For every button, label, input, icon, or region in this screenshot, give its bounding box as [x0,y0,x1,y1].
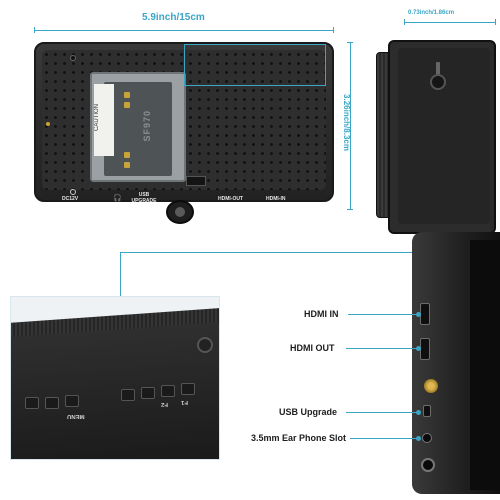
caution-sticker: CAUTION [94,84,114,156]
callout-hdmi-in-label: HDMI IN [304,309,339,319]
side-panel-inner [398,48,490,224]
callout-usb-line [346,412,418,413]
hdmi-out-label: HDMI-OUT [218,196,243,202]
detail-button-2 [45,397,59,409]
depth-tick-left [404,19,405,25]
battery-contact-3 [124,152,130,158]
button-detail-view: MENU F2 F1 [10,296,220,460]
callout-earphone-dot [416,436,421,441]
connector-line-horizontal [120,252,420,253]
callout-hdmi-out-line [346,348,418,349]
callout-hdmi-in-dot [416,312,421,317]
mount-knob-center [175,207,185,217]
detail-knob [197,337,213,353]
detail-menu-label: MENU [67,413,85,419]
detail-f1-label: F1 [181,399,189,405]
battery-model-text: SF970 [142,110,152,142]
callout-hdmi-out-dot [416,346,421,351]
battery-contact-4 [124,162,130,168]
hdmi-out-port [420,338,430,360]
width-tick-left [34,27,35,33]
dc-jack [421,458,435,472]
mount-screw-mid-left [46,122,50,126]
usb-port [423,405,431,417]
detail-button-7 [181,383,195,395]
side-knob [430,74,446,90]
earphone-jack [422,433,432,443]
detail-button-6 [161,385,175,397]
dc-port-icon [70,189,76,195]
detail-button-3 [65,395,79,407]
headphone-icon: 🎧 [113,195,122,202]
dc-port-label: DC12V [62,196,79,202]
hdmi-in-label: HDMI-IN [266,196,286,202]
battery-mount [104,82,172,176]
usb-upgrade-label: USB UPGRADE [131,192,157,204]
detail-button-1 [25,397,39,409]
width-tick-right [333,27,334,33]
battery-contact-1 [124,92,130,98]
depth-dimension-label: 0.73inch/1.86cm [408,10,455,16]
ports-side-screen-edge [470,240,500,490]
callout-hdmi-in-line [348,314,418,315]
battery-contact-2 [124,102,130,108]
callout-earphone-label: 3.5mm Ear Phone Slot [251,433,347,443]
mount-screw-top-left [70,55,76,61]
height-dimension-line [350,42,351,210]
callout-earphone-line [350,438,418,439]
side-button [436,62,440,80]
usb-port-back [186,176,206,186]
callout-hdmi-out-label: HDMI OUT [290,343,335,353]
mount-screw-gold [424,379,438,393]
height-dimension-label: 3.26inch/8.3cm [341,94,351,151]
depth-dimension-line [404,22,496,23]
hdmi-in-port [420,303,430,325]
callout-usb-label: USB Upgrade [279,407,338,417]
width-dimension-line [34,30,334,31]
highlight-box-top [184,44,326,86]
height-tick-top [347,42,353,43]
depth-tick-right [495,19,496,25]
callout-usb-dot [416,410,421,415]
detail-button-4 [121,389,135,401]
width-dimension-label: 5.9inch/15cm [142,12,205,23]
height-tick-bottom [347,209,353,210]
detail-f2-label: F2 [161,401,169,407]
detail-button-5 [141,387,155,399]
connector-line-vertical [120,252,121,296]
